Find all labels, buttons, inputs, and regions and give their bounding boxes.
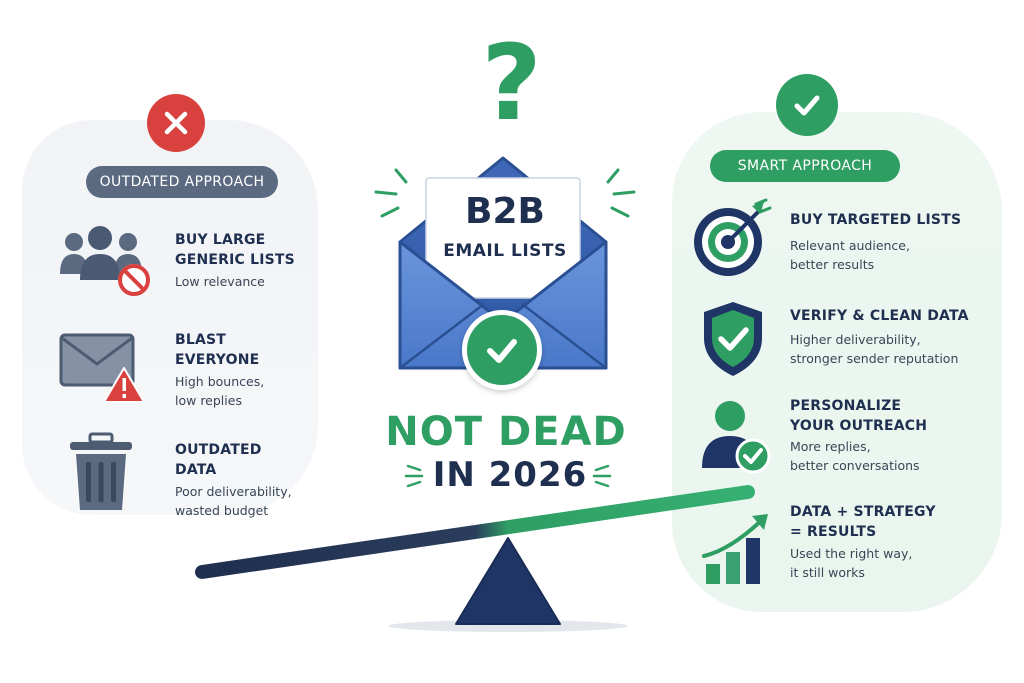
headline-year: IN 2026 (432, 455, 588, 495)
right-item-4-title: DATA + STRATEGY = RESULTS (790, 504, 936, 540)
smart-badge: SMART APPROACH (710, 150, 900, 182)
left-item-1-title: BUY LARGE GENERIC LISTS (175, 232, 295, 268)
seesaw-scale (190, 480, 770, 640)
headline-dashes-left-icon (404, 460, 426, 490)
left-item-1-desc: Low relevance (175, 274, 265, 289)
right-item-3-title: PERSONALIZE YOUR OUTREACH (790, 398, 928, 434)
x-circle-icon (147, 94, 205, 152)
letter-subtitle: EMAIL LISTS (443, 241, 567, 261)
right-item-1-title: BUY TARGETED LISTS (790, 212, 962, 228)
trash-can-icon (66, 432, 136, 514)
left-item-2-desc: High bounces, low replies (175, 374, 265, 408)
person-check-icon (698, 398, 772, 478)
envelope-warning-icon (58, 332, 154, 404)
headline-dashes-right-icon (590, 460, 612, 490)
outdated-badge: OUTDATED APPROACH (86, 166, 278, 198)
left-item-3-title: OUTDATED DATA (175, 442, 262, 478)
check-circle-icon (776, 74, 838, 136)
growth-chart-icon (700, 510, 772, 586)
right-item-4-desc: Used the right way, it still works (790, 546, 913, 580)
envelope-check-icon (462, 310, 542, 390)
target-icon (690, 198, 772, 280)
left-item-2-title: BLAST EVERYONE (175, 332, 260, 368)
right-item-1-desc: Relevant audience, better results (790, 238, 910, 272)
right-item-2-desc: Higher deliverability, stronger sender r… (790, 332, 959, 366)
right-item-3-desc: More replies, better conversations (790, 439, 920, 473)
email-envelope-icon (394, 154, 612, 384)
question-mark: ? (481, 22, 543, 144)
left-item-3-desc: Poor deliverability, wasted budget (175, 484, 292, 518)
burst-lines-left-icon (370, 164, 414, 224)
people-banned-icon (58, 224, 154, 300)
letter-title: B2B (465, 191, 545, 232)
headline-not-dead: NOT DEAD (385, 409, 627, 455)
shield-check-icon (700, 300, 766, 378)
burst-lines-right-icon (598, 162, 642, 222)
right-item-2-title: VERIFY & CLEAN DATA (790, 308, 969, 324)
